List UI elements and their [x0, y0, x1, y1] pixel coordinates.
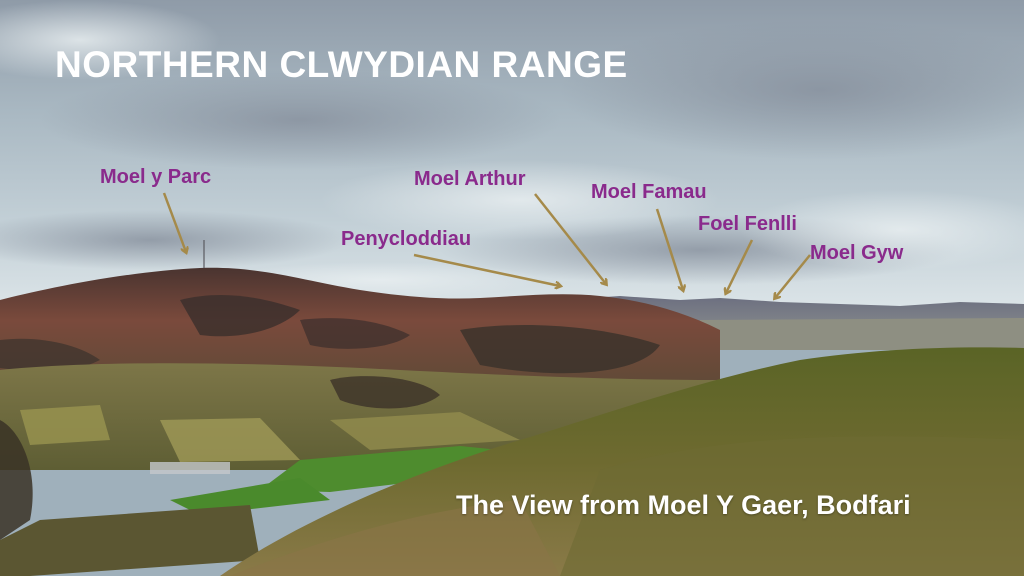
image-title: NORTHERN CLWYDIAN RANGE [55, 44, 628, 85]
image-caption: The View from Moel Y Gaer, Bodfari [456, 490, 911, 520]
label-foel-fenlli: Foel Fenlli [698, 213, 797, 235]
arrow-moel-gyw [775, 254, 811, 298]
label-penycloddiau: Penycloddiau [341, 228, 472, 250]
arrow-foel-fenlli [726, 239, 754, 293]
label-moel-gyw: Moel Gyw [810, 242, 904, 264]
label-moel-arthur: Moel Arthur [414, 168, 526, 190]
arrow-moel-y-parc [162, 192, 186, 252]
label-moel-famau: Moel Famau [591, 181, 707, 203]
arrow-moel-arthur [534, 193, 606, 284]
arrows [162, 192, 811, 298]
arrow-moel-famau [655, 208, 683, 290]
label-moel-y-parc: Moel y Parc [100, 166, 212, 188]
arrow-penycloddiau [413, 253, 560, 286]
